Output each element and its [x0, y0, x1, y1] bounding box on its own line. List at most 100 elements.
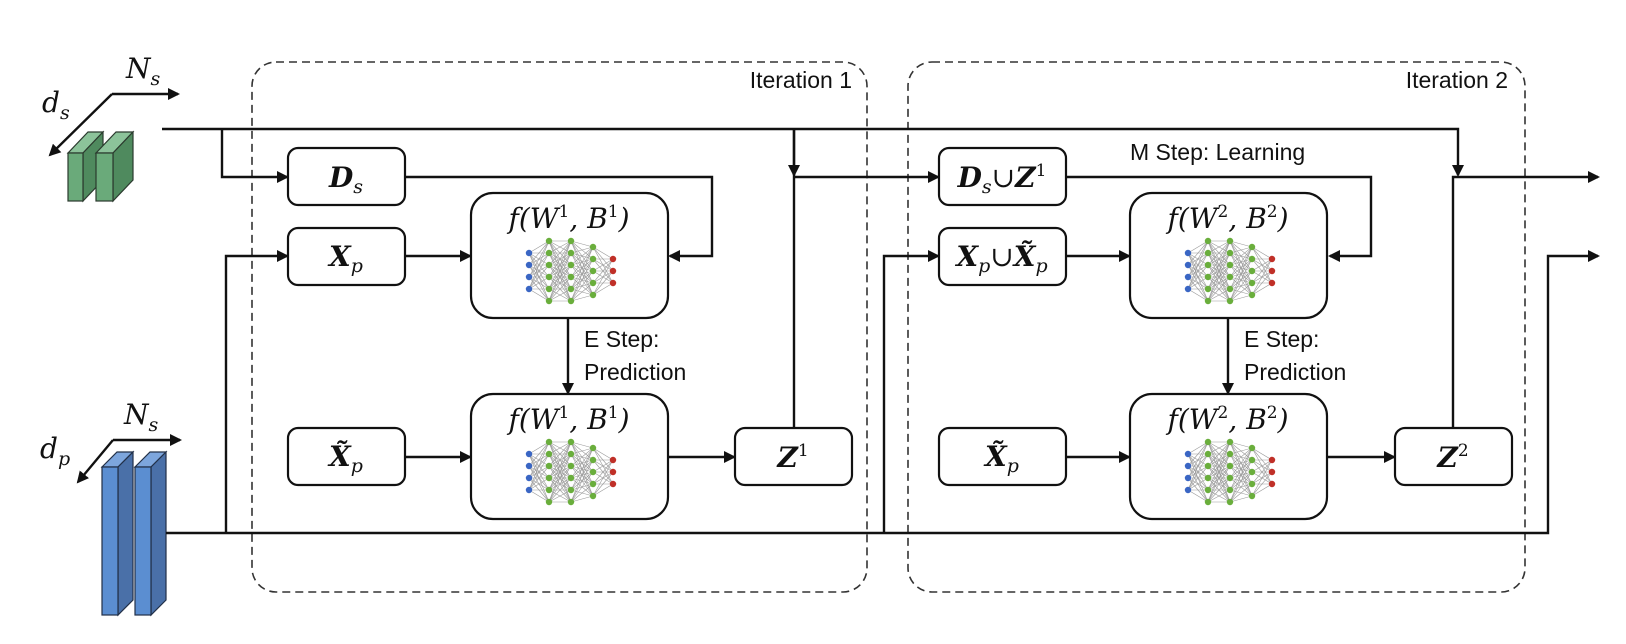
nn-node [545, 285, 553, 293]
target-n-label: Ns [123, 398, 159, 436]
nn-edge [1251, 471, 1273, 497]
nn-edge [1187, 264, 1209, 290]
nn-edge [1207, 489, 1231, 503]
target-d-label: dp [40, 432, 70, 470]
nn-edge [1251, 483, 1273, 497]
nn-edge [570, 459, 594, 503]
nn-edge [1229, 246, 1253, 254]
svg-text:Xp: Xp [327, 240, 363, 277]
nn-edge [1207, 240, 1231, 266]
neural-network-icon [525, 237, 617, 305]
nn-edge [1187, 477, 1209, 491]
nn-edge [528, 465, 550, 491]
nn-edge [548, 252, 572, 302]
xp-box: Xp [286, 226, 407, 287]
nn-edge [528, 489, 550, 503]
nn-edge [1229, 447, 1253, 455]
nn-edge [570, 246, 594, 254]
nn-node [1226, 474, 1234, 482]
nn-node [567, 450, 575, 458]
nn-edge [1187, 240, 1209, 278]
nn-node [545, 450, 553, 458]
nn-edge [528, 264, 550, 290]
nn-edge [1229, 240, 1253, 248]
nn-edge [1207, 276, 1231, 302]
nn-node [1184, 285, 1192, 293]
nn-edge [528, 477, 550, 491]
nn-edge [1187, 276, 1209, 290]
nn-edge [1229, 270, 1253, 302]
nn-edge [1229, 447, 1253, 491]
nn-node [1226, 237, 1234, 245]
nn-edge [1207, 441, 1231, 503]
nn-edge [528, 453, 550, 491]
xtilde-p-box-1: X̃p [286, 426, 407, 487]
nn-node [1248, 492, 1256, 500]
nn-node [1268, 480, 1276, 488]
nn-node [567, 486, 575, 494]
nn-edge [1229, 483, 1253, 503]
nn-edge [1229, 246, 1253, 302]
nn-edge [570, 447, 594, 467]
nn-node [589, 480, 597, 488]
nn-edge [528, 441, 550, 479]
nn-edge [570, 282, 594, 302]
model-box-iter2-predict: f(W2, B2) [1128, 392, 1329, 521]
nn-node [1248, 243, 1256, 251]
nn-edge [1207, 441, 1231, 467]
nn-node [1184, 249, 1192, 257]
nn-edge [1251, 258, 1273, 296]
nn-node [1226, 261, 1234, 269]
nn-edge [570, 246, 594, 302]
nn-node [545, 474, 553, 482]
nn-node [1204, 474, 1212, 482]
nn-node [567, 285, 575, 293]
nn-node [567, 261, 575, 269]
nn-edge [1207, 240, 1231, 290]
source-n-label: Ns [125, 52, 161, 90]
nn-edge [592, 246, 614, 260]
nn-edge [1229, 246, 1253, 266]
nn-edge [1229, 459, 1253, 503]
nn-node [1226, 450, 1234, 458]
svg-text:Xp∪X̃p: Xp∪X̃p [954, 240, 1047, 277]
nn-node [567, 474, 575, 482]
nn-node [567, 462, 575, 470]
nn-node [1268, 456, 1276, 464]
nn-node [1248, 267, 1256, 275]
xp-union-xtilde-box: Xp∪X̃p [937, 226, 1068, 287]
dp-axis-arrow [76, 439, 114, 484]
model-box-iter2-train: f(W2, B2) [1128, 191, 1329, 320]
nn-node [1204, 261, 1212, 269]
nn-edge [528, 441, 550, 455]
nn-node [525, 486, 533, 494]
nn-edge [548, 240, 572, 290]
nn-edge [528, 240, 550, 266]
ds-axis-arrow [48, 93, 113, 157]
connections [162, 127, 1600, 535]
nn-edge [548, 453, 572, 503]
nn-edge [1207, 477, 1231, 503]
nn-edge [570, 495, 594, 503]
nn-edge [592, 459, 614, 485]
nn-edge [570, 447, 594, 491]
model-box-iter1-train: f(W1, B1) [469, 191, 670, 320]
nn-node [1204, 273, 1212, 281]
nn-node [567, 237, 575, 245]
nn-node [525, 261, 533, 269]
neural-network-icon [525, 438, 617, 506]
nn-edge [1187, 240, 1209, 266]
iteration-2-label: Iteration 2 [1406, 67, 1508, 93]
nn-edge [548, 441, 572, 479]
nn-node [525, 285, 533, 293]
nn-edge [528, 288, 550, 302]
nn-node [609, 480, 617, 488]
prediction-label-2: Prediction [1244, 359, 1346, 385]
e-step-label-2: E Step: [1244, 326, 1319, 352]
nn-edge [548, 288, 572, 302]
nn-node [545, 261, 553, 269]
nn-edge [548, 240, 572, 278]
nn-node [525, 450, 533, 458]
nn-edge [1251, 270, 1273, 296]
ds-union-z1-box: Ds∪Z1 [937, 146, 1068, 207]
